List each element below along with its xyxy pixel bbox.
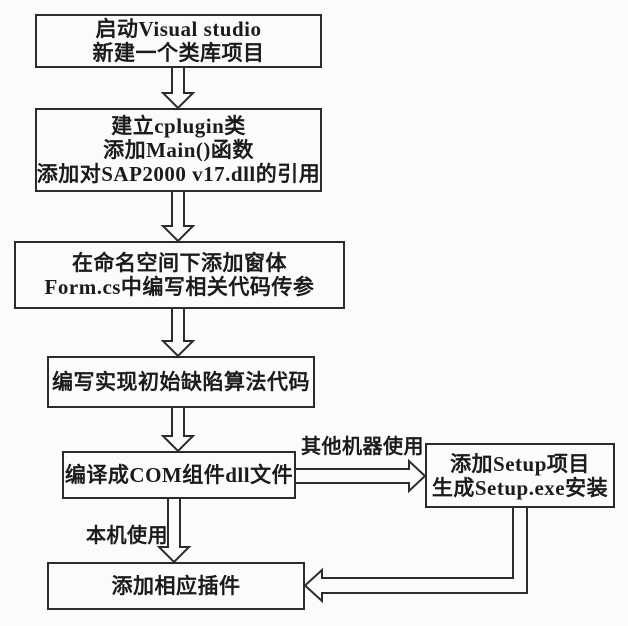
flow-node-form-line-2: Form.cs中编写相关代码传参 (44, 275, 315, 299)
flow-node-start-line-2: 新建一个类库项目 (92, 41, 265, 65)
flow-node-setup-line-2: 生成Setup.exe安装 (431, 475, 609, 500)
arrow-form-to-algorithm-icon (160, 309, 196, 358)
flow-node-form: 在命名空间下添加窗体 Form.cs中编写相关代码传参 (14, 241, 345, 309)
flow-node-compile-line-1: 编译成COM组件dll文件 (64, 463, 294, 487)
edge-label-other-machine: 其他机器使用 (301, 436, 424, 458)
flow-node-compile: 编译成COM组件dll文件 (62, 451, 296, 499)
flow-node-form-line-1: 在命名空间下添加窗体 (72, 251, 287, 275)
flow-node-setup-line-1: 添加Setup项目 (450, 451, 590, 476)
arrow-setup-to-plugin-icon (303, 508, 528, 604)
flow-node-algorithm: 编写实现初始缺陷算法代码 (47, 356, 315, 408)
flow-node-cplugin-line-1: 建立cplugin类 (111, 114, 246, 138)
edge-label-local-machine: 本机使用 (86, 525, 168, 547)
flow-node-setup: 添加Setup项目 生成Setup.exe安装 (425, 443, 615, 508)
flow-node-plugin-line-1: 添加相应插件 (111, 574, 241, 598)
flow-node-cplugin-line-3: 添加对SAP2000 v17.dll的引用 (36, 162, 321, 186)
flow-node-plugin: 添加相应插件 (47, 562, 305, 610)
flow-node-algorithm-line-1: 编写实现初始缺陷算法代码 (52, 370, 310, 394)
flow-node-cplugin-line-2: 添加Main()函数 (103, 138, 254, 162)
flow-node-start-line-1: 启动Visual studio (95, 17, 262, 41)
arrow-compile-to-setup-icon (296, 458, 427, 494)
arrow-cplugin-to-form-icon (160, 192, 196, 243)
arrow-algorithm-to-compile-icon (160, 408, 196, 453)
arrow-start-to-cplugin-icon (160, 68, 196, 110)
flow-node-cplugin: 建立cplugin类 添加Main()函数 添加对SAP2000 v17.dll… (35, 108, 322, 192)
flow-node-start: 启动Visual studio 新建一个类库项目 (35, 14, 322, 68)
